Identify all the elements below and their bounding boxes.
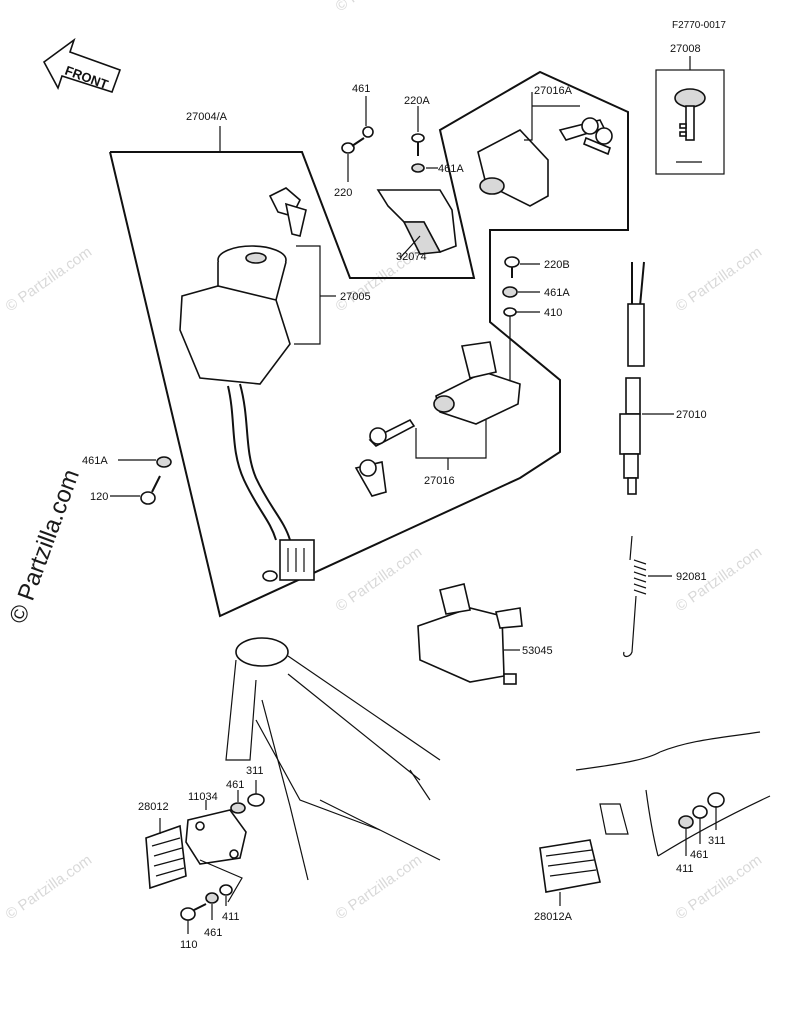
part-label-27004A: 27004/A [186,111,228,123]
reflector-bracket-11034 [185,809,247,865]
part-label-27005: 27005 [340,291,371,303]
frame-left [225,637,441,881]
watermark-layer: © Partzilla.com © Partzilla.com © Partzi… [3,0,766,923]
washer-nut-left [230,793,265,814]
bolt-220A [411,133,425,173]
watermark: © Partzilla.com [673,243,766,315]
part-label-28012: 28012 [138,801,169,813]
part-label-411-right: 411 [676,863,694,875]
part-label-411-left: 411 [222,911,240,923]
reflector-28012 [145,824,187,890]
bolt-stack-220B [502,256,520,380]
reflector-28012A [539,839,601,893]
watermark: © Partzilla.com [333,851,426,923]
ignition-switch-27005 [179,187,307,385]
watermark: © Partzilla.com [333,0,426,15]
part-label-28012A: 28012A [534,911,573,923]
watermark: © Partzilla.com [3,851,96,923]
part-label-461A-mid: 461A [544,287,570,299]
part-label-220A: 220A [404,95,430,107]
bolt-110 [180,859,243,921]
diagram-ref-code: F2770-0017 [672,20,726,31]
part-label-220B: 220B [544,259,570,271]
assembly-outline-27004A [109,70,629,618]
switch-27010 [619,261,645,495]
part-label-27016: 27016 [424,475,455,487]
steering-lock-27016A [477,117,613,207]
watermark-main: © Partzilla.com [4,466,85,627]
part-label-27010: 27010 [676,409,707,421]
switch-53045 [417,583,523,685]
part-label-461-left: 461 [226,779,244,791]
part-label-53045: 53045 [522,645,553,657]
part-label-461-top: 461 [352,83,370,95]
part-label-27016A: 27016A [534,85,573,97]
part-label-311-right: 311 [708,835,726,847]
part-label-220: 220 [334,187,352,199]
rear-fender [575,731,771,857]
part-label-461-bottom: 461 [204,927,222,939]
bolt-120 [140,456,172,505]
part-label-27008: 27008 [670,43,701,55]
part-label-311-left: 311 [246,765,264,777]
bolt-220 [341,126,374,154]
part-label-32074: 32074 [396,251,427,263]
part-label-461A-left: 461A [82,455,108,467]
watermark: © Partzilla.com [333,543,426,615]
bracket-32074 [376,189,457,255]
key-27008-box [655,69,725,175]
lock-27016 [354,341,521,497]
part-label-410: 410 [544,307,562,319]
front-arrow-icon: FRONT [42,37,122,93]
spring-92081 [623,535,647,658]
part-label-120: 120 [90,491,108,503]
part-label-461-right: 461 [690,849,708,861]
watermark: © Partzilla.com [3,243,96,315]
wire-harness [227,383,315,582]
part-label-461A-top: 461A [438,163,464,175]
part-label-92081: 92081 [676,571,707,583]
part-label-110: 110 [180,939,198,951]
part-label-11034: 11034 [188,791,218,803]
